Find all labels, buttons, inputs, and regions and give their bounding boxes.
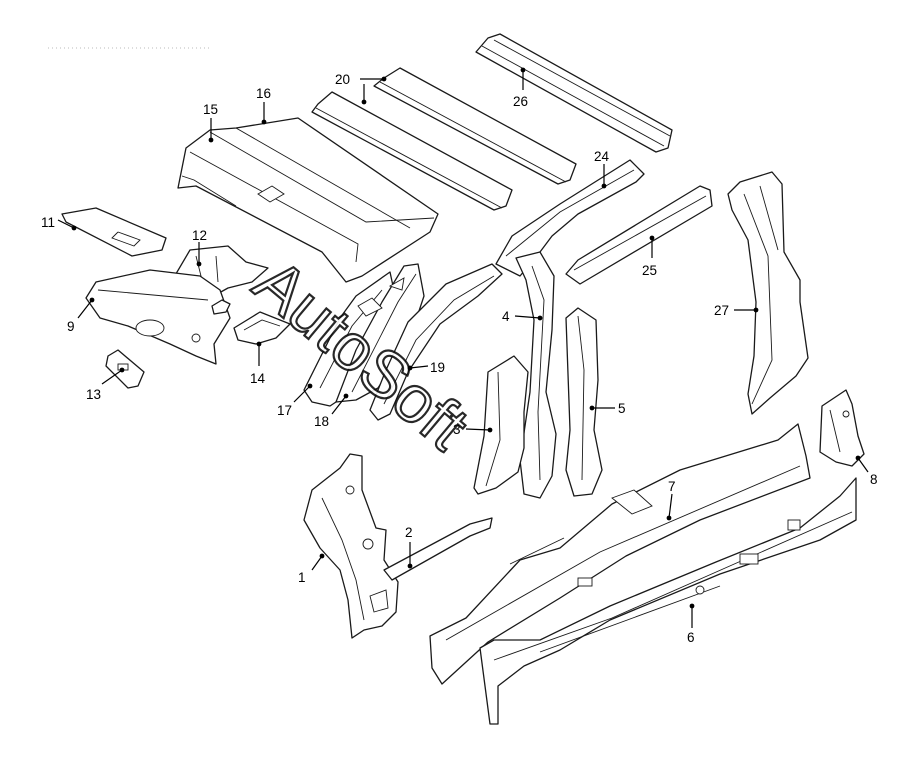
part-clip bbox=[211, 299, 231, 315]
part-3-pillar-lower bbox=[473, 355, 529, 495]
part-7-sill-inner bbox=[429, 423, 811, 685]
callout-15-label: 15 bbox=[203, 102, 218, 117]
callout-4: 4 bbox=[502, 309, 543, 324]
callout-26-label: 26 bbox=[513, 94, 528, 109]
callout-20-label: 20 bbox=[335, 72, 350, 87]
callout-13-label: 13 bbox=[86, 387, 101, 402]
part-6-sill-outer bbox=[479, 477, 857, 725]
callout-1-label: 1 bbox=[298, 570, 306, 585]
callout-19-label: 19 bbox=[430, 360, 445, 375]
callout-5: 5 bbox=[589, 401, 626, 416]
part-20-roof-bow-upper bbox=[373, 67, 577, 185]
part-9-shelf-panel bbox=[85, 269, 231, 365]
callout-12-label: 12 bbox=[192, 228, 207, 243]
part-19-pillar-outer bbox=[357, 263, 503, 421]
part-25-strip bbox=[565, 185, 713, 285]
callout-7-label: 7 bbox=[668, 479, 676, 494]
callout-8: 8 bbox=[855, 455, 878, 487]
callout-13: 13 bbox=[86, 367, 125, 402]
part-11-sun-visor bbox=[61, 207, 167, 257]
callout-25-label: 25 bbox=[642, 263, 657, 278]
part-2-strip bbox=[383, 517, 493, 581]
callout-18: 18 bbox=[314, 393, 349, 429]
callout-16: 16 bbox=[256, 86, 271, 125]
callout-5-label: 5 bbox=[618, 401, 626, 416]
part-14-cover bbox=[233, 311, 291, 345]
part-8-bracket bbox=[819, 389, 865, 467]
callout-18-label: 18 bbox=[314, 414, 329, 429]
callout-16-label: 16 bbox=[256, 86, 271, 101]
callout-20: 20 bbox=[335, 72, 387, 105]
callout-1: 1 bbox=[298, 553, 325, 585]
part-5-reinforcement bbox=[565, 307, 603, 497]
callout-7: 7 bbox=[666, 479, 676, 521]
part-1-a-pillar-lower bbox=[303, 453, 399, 639]
callout-27: 27 bbox=[714, 303, 759, 318]
callout-17: 17 bbox=[277, 383, 313, 418]
callout-2: 2 bbox=[405, 525, 413, 569]
part-4-b-pillar bbox=[515, 251, 557, 499]
callout-27-label: 27 bbox=[714, 303, 729, 318]
callout-6: 6 bbox=[687, 603, 695, 645]
callout-26: 26 bbox=[513, 67, 528, 109]
callout-2-label: 2 bbox=[405, 525, 413, 540]
callout-24-label: 24 bbox=[594, 149, 610, 164]
callout-19: 19 bbox=[407, 360, 445, 375]
callout-11: 11 bbox=[41, 215, 77, 231]
callout-24: 24 bbox=[594, 149, 610, 189]
autosoft-watermark: AutoSoft bbox=[241, 244, 483, 463]
callout-6-label: 6 bbox=[687, 630, 695, 645]
callout-17-label: 17 bbox=[277, 403, 292, 418]
callout-14-label: 14 bbox=[250, 371, 266, 386]
part-27-pillar bbox=[727, 171, 809, 415]
callout-9: 9 bbox=[67, 297, 95, 334]
part-13-lamp bbox=[105, 349, 145, 389]
callout-9-label: 9 bbox=[67, 319, 75, 334]
callout-8-label: 8 bbox=[870, 472, 878, 487]
callout-3: 3 bbox=[453, 422, 493, 437]
callout-12: 12 bbox=[192, 228, 207, 267]
part-18-pillar-inner bbox=[335, 263, 425, 403]
part-15-16-roof-panel bbox=[177, 117, 439, 283]
callout-11-label: 11 bbox=[41, 215, 55, 230]
callout-4-label: 4 bbox=[502, 309, 510, 324]
part-20-roof-bow-lower bbox=[311, 91, 513, 211]
part-26-roof-bow bbox=[475, 33, 673, 153]
callout-3-label: 3 bbox=[453, 422, 461, 437]
callout-25: 25 bbox=[642, 235, 657, 278]
callout-14: 14 bbox=[250, 341, 266, 386]
callout-15: 15 bbox=[203, 102, 218, 143]
